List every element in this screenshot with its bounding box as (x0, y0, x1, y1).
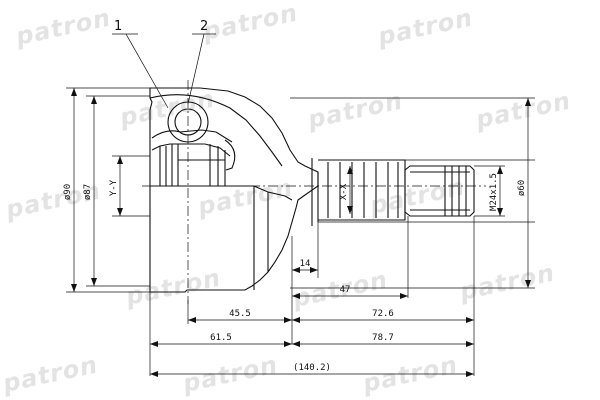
callout-2: 2 (200, 19, 208, 34)
arrowhead (347, 206, 353, 214)
dim-label-87: ø87 (83, 184, 93, 200)
dim-label-78-7: 78.7 (372, 333, 394, 343)
watermark: patron (304, 86, 405, 134)
callout-leader (125, 33, 169, 109)
cage-inner-curve (151, 129, 233, 143)
clip-curve (224, 139, 236, 171)
arrowhead (466, 371, 474, 377)
arrowhead (150, 371, 158, 377)
arrowhead (292, 341, 300, 347)
watermark: patron (0, 350, 100, 398)
center-lines (142, 80, 486, 304)
dim-label-47: 47 (340, 285, 351, 295)
dim-label-60: ø60 (517, 180, 527, 196)
dim-label-140-2: (140.2) (293, 363, 331, 373)
arrowhead (347, 166, 353, 174)
watermark: patron (12, 3, 113, 51)
arrowhead (497, 208, 503, 216)
dim-label-xx: X-X (339, 183, 349, 200)
dim-label-90: ø90 (63, 184, 73, 200)
arrowhead (71, 284, 77, 292)
arrowhead (310, 267, 318, 273)
arrowhead (292, 267, 300, 273)
dim-label-14: 14 (300, 259, 311, 269)
dimension-lines (66, 33, 535, 376)
watermark: patron (199, 0, 300, 46)
watermark: patron (374, 3, 475, 51)
arrowhead (150, 341, 158, 347)
arrowhead (91, 96, 97, 104)
cage-inner-curve (151, 143, 231, 157)
arrowheads (71, 88, 531, 377)
thread-outline (404, 165, 475, 217)
arrowhead (117, 156, 123, 164)
arrowhead (525, 98, 531, 106)
watermark: patron (456, 258, 557, 306)
dim-label-45-5: 45.5 (229, 309, 251, 319)
callout-leader (187, 33, 205, 105)
arrowhead (497, 166, 503, 174)
dim-label-thread: M24x1.5 (489, 173, 499, 211)
arrowhead (292, 317, 300, 323)
callout-1: 1 (114, 19, 122, 34)
arrowhead (525, 280, 531, 288)
arrowhead (71, 88, 77, 96)
arrowhead (466, 317, 474, 323)
arrowhead (284, 317, 292, 323)
cage-curve (149, 94, 283, 167)
dim-label-72-6: 72.6 (372, 309, 394, 319)
dim-label-yy: Y-Y (109, 179, 119, 196)
arrowhead (466, 341, 474, 347)
arrowhead (400, 293, 408, 299)
dim-label-61-5: 61.5 (210, 333, 232, 343)
arrowhead (188, 317, 196, 323)
arrowhead (117, 208, 123, 216)
arrowhead (284, 341, 292, 347)
watermark: patron (122, 263, 223, 311)
watermark: patron (472, 86, 573, 134)
arrowhead (292, 293, 300, 299)
arrowhead (91, 278, 97, 286)
housing-outline (149, 87, 319, 293)
joint-outline (149, 87, 475, 293)
